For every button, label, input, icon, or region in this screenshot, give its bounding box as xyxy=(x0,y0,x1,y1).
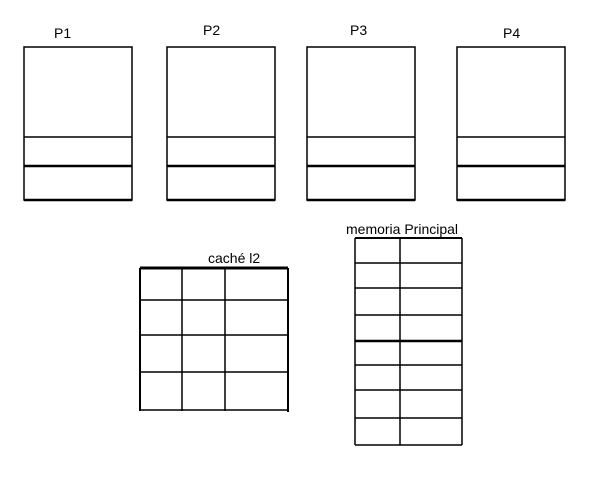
processor-label-p2: P2 xyxy=(203,22,221,38)
processor-label-p1: P1 xyxy=(54,25,72,41)
cache-label: caché l2 xyxy=(208,250,261,266)
processor-p1 xyxy=(23,46,133,202)
processor-p3 xyxy=(306,46,416,202)
processor-p4-body xyxy=(456,46,566,201)
processor-p1-body xyxy=(23,46,133,201)
processor-p2 xyxy=(166,46,276,202)
processor-label-p4: P4 xyxy=(503,25,521,41)
processor-p3-body xyxy=(306,46,416,201)
processor-p2-body xyxy=(166,46,276,201)
main-memory-grid xyxy=(354,237,463,446)
memory-label: memoria Principal xyxy=(346,221,459,237)
processor-label-p3: P3 xyxy=(350,22,368,38)
processor-p4 xyxy=(456,46,566,202)
cache-l2-grid xyxy=(139,266,289,412)
